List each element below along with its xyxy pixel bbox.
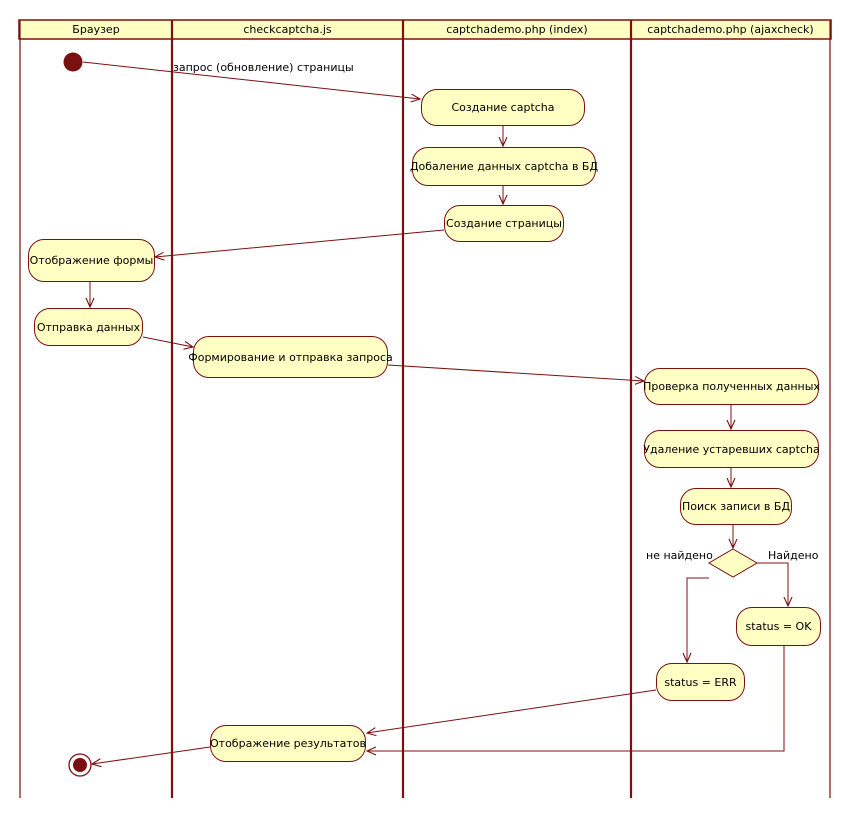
edge-decision-not-found (687, 577, 709, 662)
edge-send-data-to-form-request (142, 336, 193, 347)
node-search-db: Поиск записи в БД (680, 488, 792, 525)
node-status-err: status = ERR (656, 663, 745, 701)
header-band (18, 19, 832, 40)
decision-diamond (708, 548, 758, 578)
edge-ok-to-results (367, 646, 785, 751)
node-show-form: Отображение формы (28, 239, 155, 282)
edge-form-request-to-check-data (387, 364, 644, 381)
node-delete-old: Удаление устаревших captcha (643, 430, 820, 468)
edge-label-not-found: не найдено (646, 549, 713, 562)
node-create-captcha: Создание captcha (421, 89, 585, 126)
node-status-ok: status = OK (736, 607, 821, 646)
lane-title-ajaxcheck: captchademo.php (ajaxcheck) (647, 23, 814, 36)
edge-err-to-results (367, 689, 657, 733)
edge-start-to-create-captcha (82, 61, 420, 99)
node-send-data: Отправка данных (34, 308, 143, 346)
node-show-results: Отображение результатов (210, 725, 366, 762)
start-node (63, 52, 83, 72)
lane-title-browser: Браузер (72, 23, 120, 36)
end-node-core (73, 758, 87, 772)
node-check-data: Проверка полученных данных (643, 368, 820, 405)
edge-results-to-end (92, 746, 211, 764)
edge-decision-found (757, 562, 788, 606)
node-add-captcha-db: Добаление данных captcha в БД (410, 147, 598, 186)
lane-title-checkcaptcha: checkcaptcha.js (243, 23, 332, 36)
edge-label-page-request: запрос (обновление) страницы (173, 61, 354, 74)
edge-label-found: Найдено (768, 549, 819, 562)
edges (82, 61, 788, 764)
node-form-request: Формирование и отправка запроса (188, 336, 393, 378)
lane-title-index: captchademo.php (index) (446, 23, 588, 36)
node-create-page: Создание страницы (444, 205, 564, 242)
edge-create-page-to-show-form (155, 229, 445, 257)
